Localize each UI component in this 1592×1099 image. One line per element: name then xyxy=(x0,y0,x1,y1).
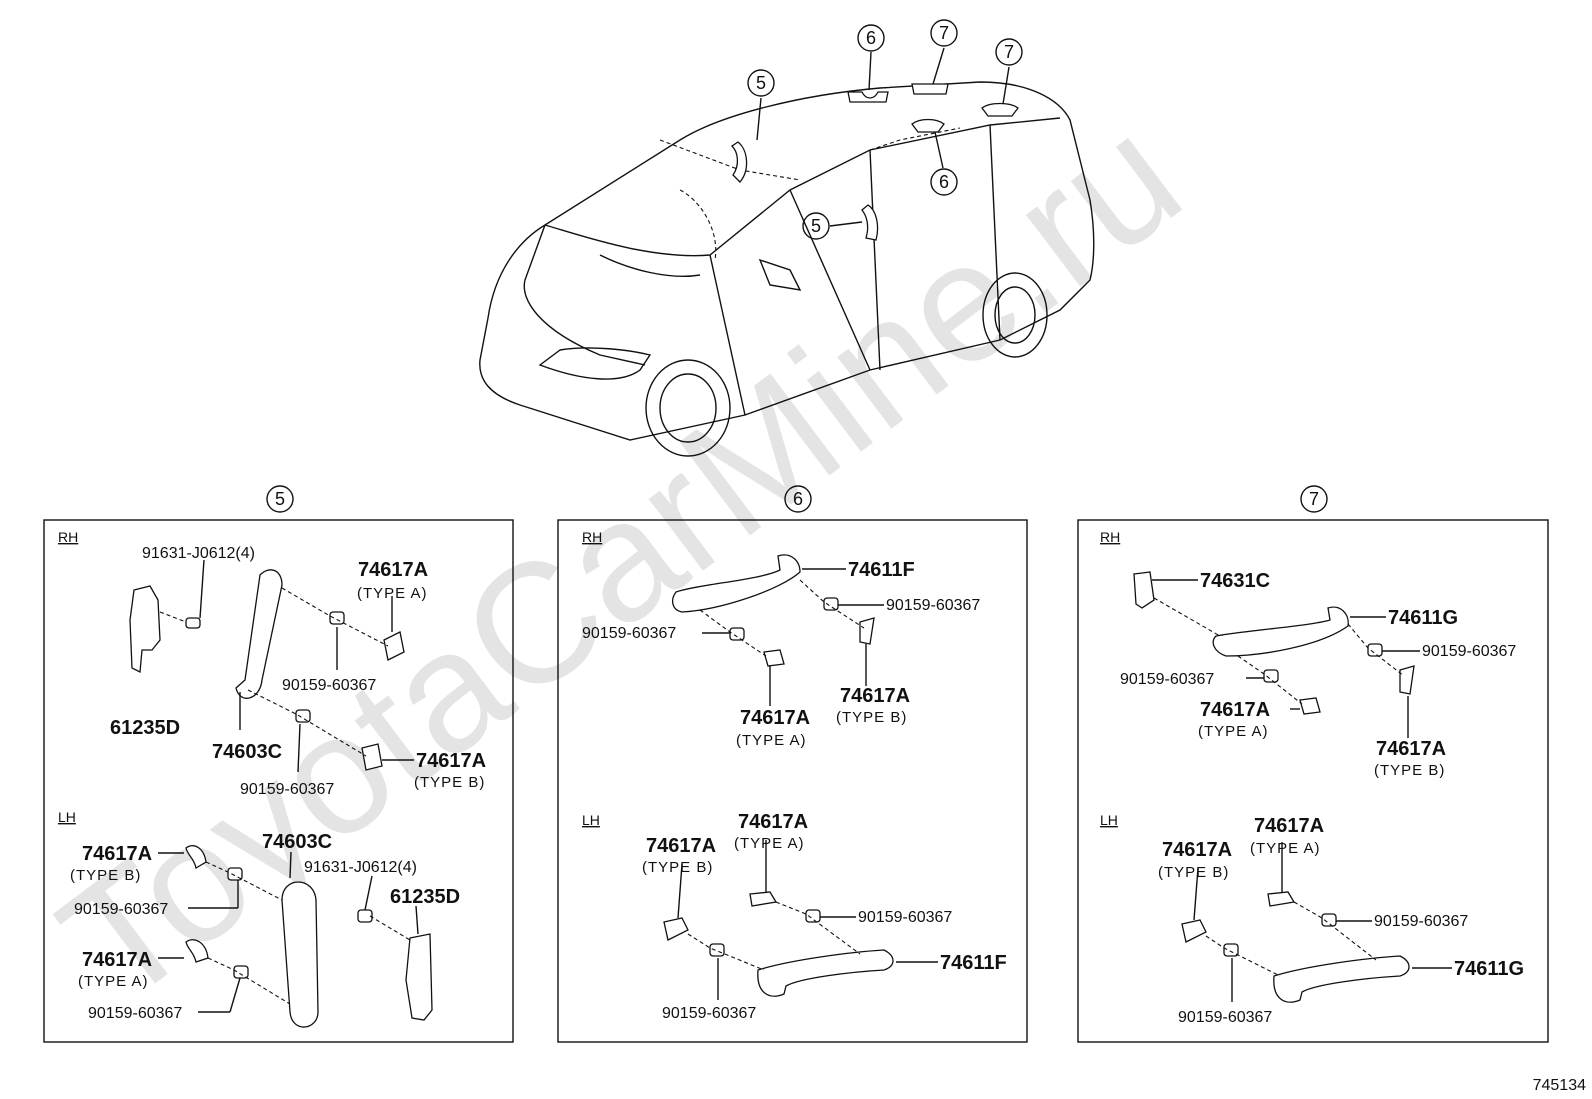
callout-7-mid: 7 xyxy=(939,23,949,43)
p5-lh-handle: 74603C xyxy=(262,831,332,853)
p7-lh-cap-a: 74617A xyxy=(1254,815,1324,837)
callout-6-lower: 6 xyxy=(939,172,949,192)
p6-rh-cap-a-type: (TYPE A) xyxy=(736,732,807,749)
p5-rh-bracket: 61235D xyxy=(110,717,180,739)
p7-lh-handle: 74611G xyxy=(1454,958,1524,980)
p7-rh-cap-b-type: (TYPE B) xyxy=(1374,762,1445,779)
p7-lh-cap-b-type: (TYPE B) xyxy=(1158,864,1229,881)
panel-7-frame xyxy=(1077,519,1549,1043)
p7-rh-cap-a-type: (TYPE A) xyxy=(1198,723,1269,740)
p5-lh-cap-b: 74617A xyxy=(82,843,152,865)
van-illustration: 5 6 7 7 6 5 xyxy=(479,19,1095,457)
callout-6-top: 6 xyxy=(866,28,876,48)
p5-rh-handle: 74603C xyxy=(212,741,282,763)
panel-7-rh-label: RH xyxy=(1100,529,1120,545)
panel-5-lh-label: LH xyxy=(58,809,76,825)
panel-6-lh-label: LH xyxy=(582,812,600,828)
callout-7-right: 7 xyxy=(1004,42,1014,62)
p5-lh-bolt: 91631-J0612(4) xyxy=(304,859,417,876)
panel-6-title: 6 xyxy=(793,489,803,509)
p7-lh-screw-right: 90159-60367 xyxy=(1374,913,1468,930)
p7-lh-cap-a-type: (TYPE A) xyxy=(1250,840,1321,857)
p5-rh-screw-low: 90159-60367 xyxy=(240,781,334,798)
p5-rh-bolt-top: 91631-J0612(4) xyxy=(142,545,255,562)
p5-rh-cap-b-type: (TYPE B) xyxy=(414,774,485,791)
p5-lh-screw-top: 90159-60367 xyxy=(74,901,168,918)
p7-lh-screw-low: 90159-60367 xyxy=(1178,1009,1272,1026)
panel-6-rh-label: RH xyxy=(582,529,602,545)
p6-lh-cap-a: 74617A xyxy=(738,811,808,833)
panel-5-rh-label: RH xyxy=(58,529,78,545)
panel-6-frame xyxy=(557,519,1028,1043)
p6-lh-screw-low: 90159-60367 xyxy=(662,1005,756,1022)
p6-lh-cap-a-type: (TYPE A) xyxy=(734,835,805,852)
callout-5-top: 5 xyxy=(756,73,766,93)
p6-rh-handle: 74611F xyxy=(848,559,915,581)
diagram-code: 745134 xyxy=(1533,1077,1586,1094)
p7-rh-screw-left: 90159-60367 xyxy=(1120,671,1214,688)
p6-lh-screw-right: 90159-60367 xyxy=(858,909,952,926)
p6-lh-cap-b-type: (TYPE B) xyxy=(642,859,713,876)
panel-5-title: 5 xyxy=(275,489,285,509)
p5-rh-screw-mid: 90159-60367 xyxy=(282,677,376,694)
p6-lh-cap-b: 74617A xyxy=(646,835,716,857)
p6-rh-cap-b-type: (TYPE B) xyxy=(836,709,907,726)
p6-rh-screw-right: 90159-60367 xyxy=(886,597,980,614)
p5-rh-cap-a-type: (TYPE A) xyxy=(357,585,428,602)
p7-rh-cap-b: 74617A xyxy=(1376,738,1446,760)
p6-rh-screw-left: 90159-60367 xyxy=(582,625,676,642)
p7-lh-cap-b: 74617A xyxy=(1162,839,1232,861)
p7-rh-screw-right: 90159-60367 xyxy=(1422,643,1516,660)
p5-lh-cap-a-type: (TYPE A) xyxy=(78,973,149,990)
panel-7: 7 RH LH 74631C 74611G 90159-60367 90159-… xyxy=(1077,485,1549,1043)
p6-rh-cap-a: 74617A xyxy=(740,707,810,729)
p5-lh-cap-a: 74617A xyxy=(82,949,152,971)
panel-5-frame xyxy=(43,519,514,1043)
p6-rh-cap-b: 74617A xyxy=(840,685,910,707)
p7-rh-bracket: 74631C xyxy=(1200,570,1270,592)
p5-rh-cap-a: 74617A xyxy=(358,559,428,581)
panel-5: 5 RH LH 91631-J0612(4) 74617A (TYPE A) 9… xyxy=(43,485,514,1043)
p5-lh-cap-b-type: (TYPE B) xyxy=(70,867,141,884)
panel-7-lh-label: LH xyxy=(1100,812,1118,828)
panel-7-title: 7 xyxy=(1309,489,1319,509)
p5-lh-screw-low: 90159-60367 xyxy=(88,1005,182,1022)
p7-rh-cap-a: 74617A xyxy=(1200,699,1270,721)
p6-lh-handle: 74611F xyxy=(940,952,1007,974)
p5-rh-cap-b: 74617A xyxy=(416,750,486,772)
p7-rh-handle: 74611G xyxy=(1388,607,1458,629)
callout-5-side: 5 xyxy=(811,216,821,236)
panel-6: 6 RH LH 74611F 90159-60367 90159-60367 7… xyxy=(557,485,1028,1043)
p5-lh-bracket: 61235D xyxy=(390,886,460,908)
